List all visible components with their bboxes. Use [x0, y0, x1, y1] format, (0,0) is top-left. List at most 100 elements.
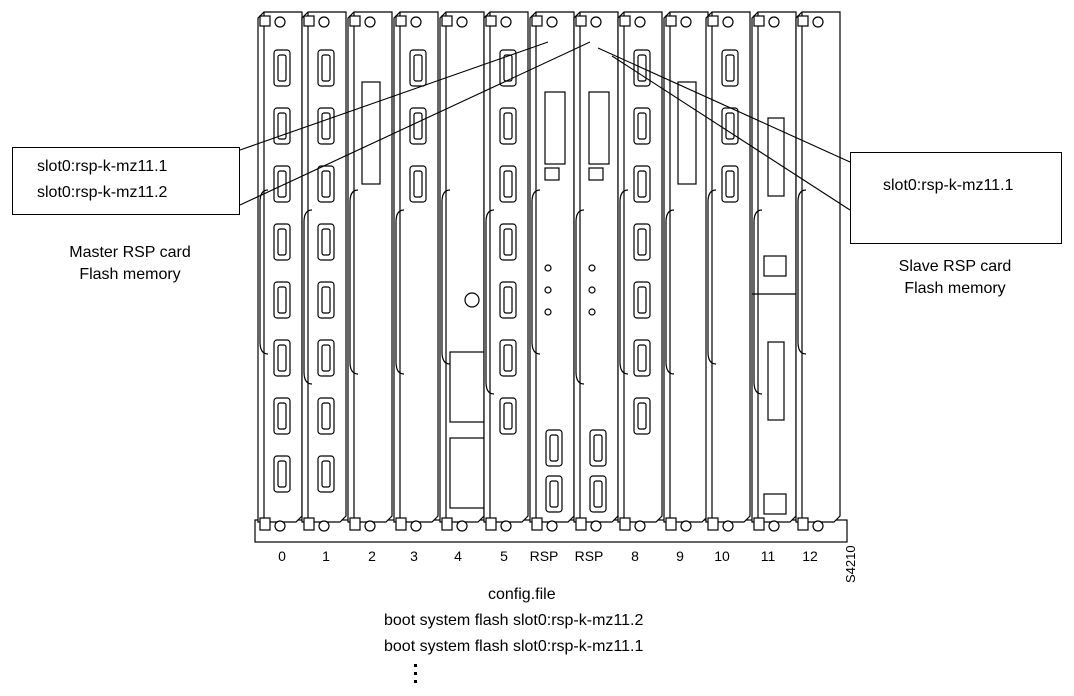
connector-inner	[277, 54, 287, 82]
chassis	[254, 11, 848, 543]
card-ejector-bottom	[707, 517, 719, 531]
rsp-led	[544, 308, 552, 316]
card-screw-top	[410, 16, 422, 28]
slave-caption-line2: Flash memory	[904, 280, 1006, 297]
card-screw-top	[722, 16, 734, 28]
rsp-led	[588, 264, 596, 272]
slot-number-7: RSP	[574, 548, 604, 564]
connector-inner	[321, 228, 331, 256]
card-handle	[707, 189, 717, 365]
card-handle	[259, 189, 269, 355]
card-screw-top	[680, 16, 692, 28]
connector-inner	[725, 170, 735, 198]
card-ejector-bottom	[575, 517, 587, 531]
connector-inner	[549, 480, 559, 508]
slot-number-0: 0	[278, 548, 286, 564]
card-ejector-top	[485, 15, 497, 27]
connector-inner	[413, 112, 423, 140]
card-ejector-bottom	[797, 517, 809, 531]
scsi-connector	[677, 81, 697, 185]
card-ejector-bottom	[485, 517, 497, 531]
card-ejector-top	[531, 15, 543, 27]
card-ejector-bottom	[395, 517, 407, 531]
slot-number-4: 4	[454, 548, 462, 564]
fiber-module-upper	[449, 351, 485, 423]
rsp-led	[544, 286, 552, 294]
config-file-title: config.file	[488, 586, 556, 603]
connector-inner	[637, 344, 647, 372]
connector-inner	[503, 402, 513, 430]
card-screw-bottom	[274, 520, 286, 532]
slave-leader-top	[597, 47, 851, 163]
card-screw-top	[318, 16, 330, 28]
connector-inner	[637, 286, 647, 314]
card-ejector-top	[441, 15, 453, 27]
card-screw-top	[768, 16, 780, 28]
connector-inner	[593, 434, 603, 462]
connector-inner	[637, 170, 647, 198]
connector-inner	[321, 112, 331, 140]
connector-inner	[413, 170, 423, 198]
master-flash-file-2: slot0:rsp-k-mz11.2	[37, 184, 168, 201]
config-line-2: boot system flash slot0:rsp-k-mz11.1	[384, 638, 644, 655]
connector-inner	[413, 54, 423, 82]
connector-inner	[725, 54, 735, 82]
connector-inner	[277, 112, 287, 140]
card-screw-bottom	[500, 520, 512, 532]
connector-inner	[637, 112, 647, 140]
connector-inner	[549, 434, 559, 462]
connector-inner	[277, 460, 287, 488]
connector-inner	[503, 112, 513, 140]
card-handle	[575, 209, 585, 385]
connector-inner	[277, 344, 287, 372]
card-screw-bottom	[768, 520, 780, 532]
slot-number-2: 2	[368, 548, 376, 564]
blank-hole	[464, 292, 480, 308]
figure-id: S4210	[843, 545, 858, 583]
connector-inner	[637, 228, 647, 256]
card-screw-top	[590, 16, 602, 28]
rsp-flash-slot	[588, 91, 610, 165]
master-flash-box: slot0:rsp-k-mz11.1 slot0:rsp-k-mz11.2	[12, 147, 240, 215]
card-screw-bottom	[364, 520, 376, 532]
master-leader-top	[239, 41, 549, 151]
card-screw-top	[546, 16, 558, 28]
card-screw-bottom	[812, 520, 824, 532]
connector-inner	[503, 286, 513, 314]
card-screw-top	[812, 16, 824, 28]
card-screw-bottom	[634, 520, 646, 532]
connector-inner	[503, 54, 513, 82]
card-screw-bottom	[456, 520, 468, 532]
card-ejector-bottom	[753, 517, 765, 531]
fiber-module-lower	[449, 437, 485, 509]
card-handle	[619, 189, 629, 375]
serial-connector-lower	[767, 341, 785, 421]
connector-inner	[725, 112, 735, 140]
slave-flash-box: slot0:rsp-k-mz11.1	[850, 152, 1062, 244]
card-screw-bottom	[722, 520, 734, 532]
connector-inner	[321, 54, 331, 82]
card-ejector-top	[575, 15, 587, 27]
card-ejector-bottom	[259, 517, 271, 531]
connector-inner	[321, 460, 331, 488]
scsi-connector	[361, 81, 381, 185]
slot-number-10: 10	[714, 548, 730, 564]
config-continuation-dots	[414, 664, 417, 688]
card-handle	[395, 209, 405, 375]
card-handle	[665, 209, 675, 375]
master-caption-line1: Master RSP card	[69, 244, 191, 261]
slot-number-5: 5	[500, 548, 508, 564]
card-handle	[753, 209, 763, 395]
card-ejector-bottom	[665, 517, 677, 531]
master-caption-line2: Flash memory	[79, 266, 181, 283]
card-screw-bottom	[410, 520, 422, 532]
connector-inner	[277, 402, 287, 430]
master-rsp-caption: Master RSP card Flash memory	[20, 242, 240, 286]
connector-inner	[593, 480, 603, 508]
slot-number-8: 8	[631, 548, 639, 564]
card-ejector-top	[619, 15, 631, 27]
connector-inner	[321, 170, 331, 198]
card-screw-top	[364, 16, 376, 28]
slot-number-11: 11	[760, 548, 776, 564]
